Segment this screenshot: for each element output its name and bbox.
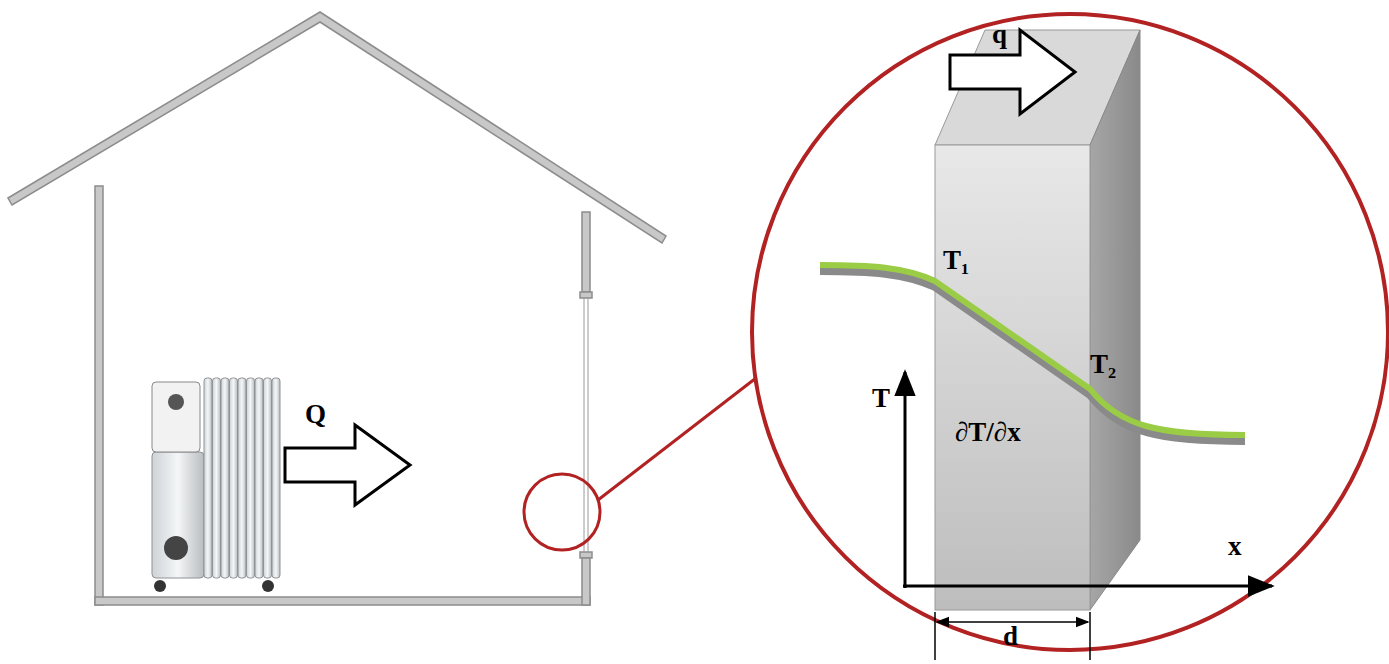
block-side <box>1090 30 1140 610</box>
radiator-fin <box>230 378 238 578</box>
axis-label: T <box>872 384 890 414</box>
detail-circle <box>524 474 600 550</box>
left-wall <box>95 186 103 605</box>
radiator-fin <box>204 378 212 578</box>
gradient-label: ∂T/∂x <box>955 418 1021 448</box>
right-wall-lower <box>582 558 590 605</box>
x-axis <box>903 585 1272 588</box>
window-frame <box>580 552 592 558</box>
control-panel <box>152 382 200 452</box>
radiator-fin <box>272 378 280 578</box>
radiator-fin <box>255 378 263 578</box>
wheel <box>262 580 274 592</box>
radiator-fin <box>221 378 229 578</box>
window-frame <box>580 292 592 298</box>
heat-label: Q <box>305 400 326 430</box>
roof <box>8 12 666 243</box>
dimension-tick <box>934 612 936 660</box>
radiator-fin <box>247 378 255 578</box>
temperature-curve <box>820 265 1245 435</box>
heat-flux-arrow <box>950 30 1075 114</box>
right-wall-upper <box>582 212 590 292</box>
leader-line <box>598 378 756 500</box>
knob <box>164 536 188 560</box>
house <box>8 12 666 605</box>
heat-arrow <box>285 425 410 505</box>
radiator-fin <box>264 378 272 578</box>
curve-shadow <box>820 271 1245 441</box>
radiator-fin <box>213 378 221 578</box>
temperature-label: T₂ <box>1090 350 1116 380</box>
radiator <box>152 378 280 592</box>
radiator-body <box>152 452 204 578</box>
dimension-tick <box>1089 612 1091 660</box>
window <box>584 298 588 552</box>
floor <box>95 597 590 605</box>
axis-label: x <box>1228 532 1242 562</box>
t-axis <box>904 372 907 588</box>
heat-flux-label: q <box>992 20 1007 50</box>
wheel <box>154 580 166 592</box>
knob <box>168 394 184 410</box>
temperature-label: T₁ <box>943 246 969 276</box>
radiator-fin <box>238 378 246 578</box>
dimension-label: d <box>1003 622 1018 652</box>
detail-view <box>752 14 1388 650</box>
